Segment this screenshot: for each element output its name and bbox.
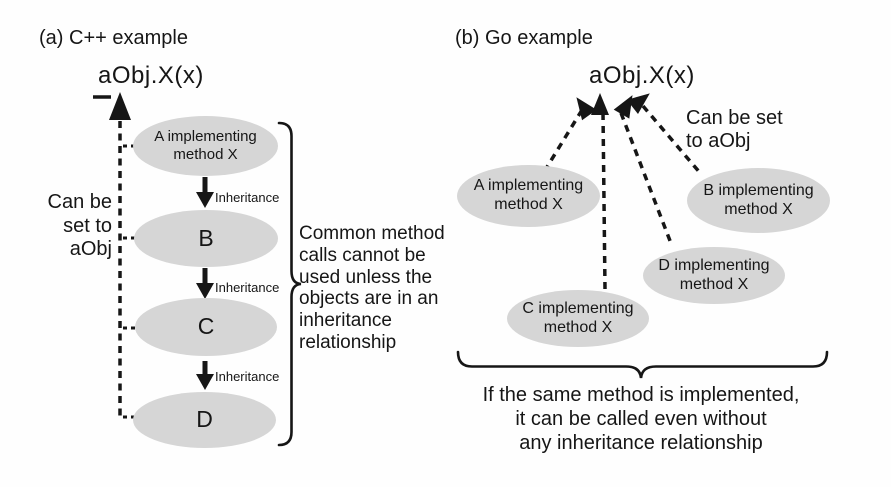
inheritance-arrow-shaft-1 [202,177,208,193]
up-arrow-icon [109,92,131,120]
inheritance-arrow-head-3 [196,374,214,390]
inheritance-arrow-head-2 [196,283,214,299]
type-node-d-label: D implementing method X [658,256,770,293]
class-node-a: A implementing method X [133,116,278,176]
panel-b-side-note: Can be set to aObj [686,107,783,152]
type-node-d: D implementing method X [643,247,785,304]
type-node-b-label: B implementing method X [703,181,814,218]
type-node-b: B implementing method X [687,168,830,233]
dashed-line-to-b [641,104,703,176]
class-node-c: C [135,298,277,356]
type-node-c-label: C implementing method X [522,299,634,336]
dashed-line-to-c [601,112,607,290]
panel-b-title: (b) Go example [455,27,593,49]
converge-arrow-icon-2 [591,93,609,115]
bottom-curly-brace [456,350,829,379]
type-node-a-label: A implementing method X [473,177,584,213]
dashed-line-to-d [619,112,674,247]
class-node-d: D [133,392,276,448]
panel-a-side-note: Can be set to aObj [47,191,113,260]
inheritance-arrow-shaft-2 [202,268,208,284]
class-node-b: B [134,210,278,267]
panel-b-call-expression: aObj.X(x) [589,62,695,89]
converge-arrow-icon-1 [576,97,597,121]
right-curly-brace [277,121,302,447]
class-node-b-label: B [198,224,214,251]
inheritance-label-1: Inheritance [215,190,280,205]
converge-arrow-icon-3 [613,95,633,119]
type-node-a: A implementing method X [457,165,600,227]
panel-a-brace-note: Common method calls cannot be used unles… [299,223,445,353]
panel-a-title: (a) C++ example [39,27,188,49]
type-node-c: C implementing method X [507,290,649,347]
inheritance-arrow-head-1 [196,192,214,208]
inheritance-arrow-shaft-3 [202,361,208,375]
dashed-line-to-a [545,109,584,168]
class-node-c-label: C [197,313,215,340]
class-node-a-label: A implementing method X [154,128,257,163]
inheritance-label-2: Inheritance [215,280,280,295]
inheritance-label-3: Inheritance [215,369,280,384]
panel-b-brace-note: If the same method is implemented, it ca… [482,384,800,454]
panel-a-call-expression: aObj.X(x) [98,62,204,89]
converge-arrow-icon-4 [626,93,650,115]
class-node-d-label: D [196,406,213,433]
